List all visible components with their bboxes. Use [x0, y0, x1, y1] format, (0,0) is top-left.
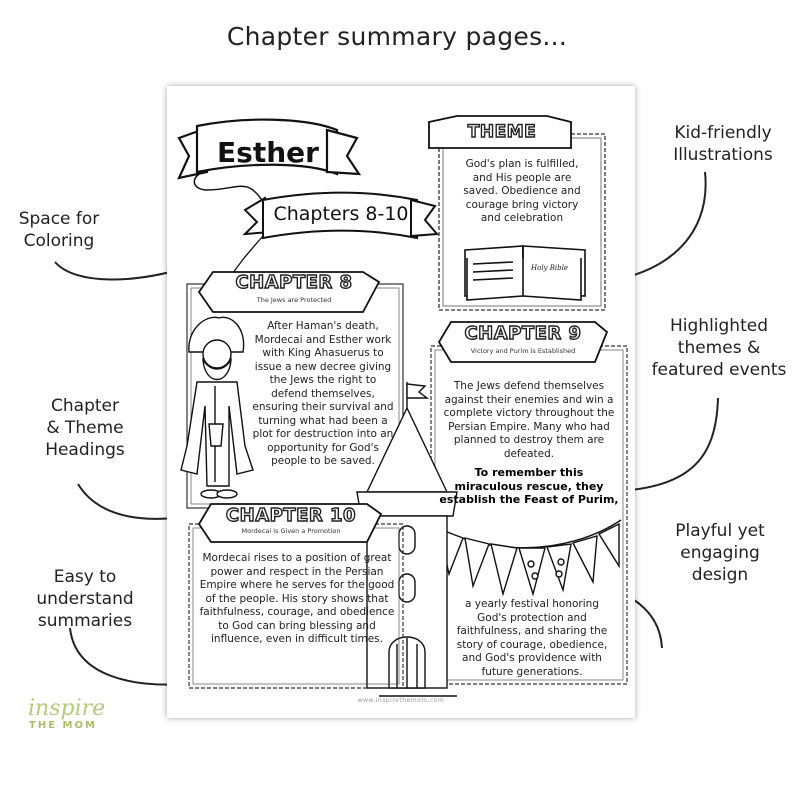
callout-headings: Chapter & Theme Headings	[45, 396, 125, 460]
chapter8-heading: CHAPTER 8	[235, 271, 353, 293]
chapter8-ribbon	[197, 271, 381, 313]
logo-bottom-text: THE MOM	[29, 720, 97, 731]
callout-illustrations: Kid-friendly Illustrations	[673, 123, 773, 165]
theme-heading: THEME	[467, 121, 537, 142]
chapter8-text: After Haman's death, Mordecai and Esther…	[252, 320, 394, 467]
chapter9-heading: CHAPTER 9	[464, 322, 582, 344]
callout-summaries: Easy to understand summaries	[36, 567, 134, 631]
chapter9-text: The Jews defend themselves against their…	[443, 380, 615, 460]
book-title: Esther	[217, 136, 319, 169]
inspire-the-mom-logo: inspire THE MOM	[28, 696, 106, 732]
logo-top-text: inspire	[28, 696, 106, 721]
mordecai-illustration	[180, 316, 254, 499]
chapter10-ribbon	[197, 503, 383, 543]
chapter9-text2: a yearly festival honoring God's protect…	[456, 598, 608, 678]
chapter9-ribbon	[437, 321, 609, 363]
chapter10-heading: CHAPTER 10	[225, 504, 357, 526]
castle-illustration	[356, 382, 458, 697]
chapters-label: Chapters 8-10	[273, 203, 409, 225]
bible-label: Holy Bible	[531, 264, 568, 272]
callout-playful: Playful yet engaging design	[675, 521, 765, 585]
bible-illustration	[464, 245, 586, 301]
website-url: www.inspirethemom.com	[357, 697, 445, 704]
worksheet-page: Esther Chapters 8-10 THEME God's plan is…	[167, 86, 635, 718]
title-ribbon	[177, 118, 362, 180]
page-title: Chapter summary pages...	[226, 22, 568, 51]
bunting-banner	[434, 519, 622, 597]
chapter9-bold-text: To remember this miraculous rescue, they…	[439, 466, 619, 506]
chapter10-text: Mordecai rises to a position of great po…	[199, 552, 395, 645]
theme-ribbon	[428, 115, 572, 149]
chapter9-subtitle: Victory and Purim is Established	[470, 347, 576, 355]
theme-text: God's plan is fulfilled, and His people …	[463, 158, 581, 224]
chapter10-box	[188, 523, 404, 689]
chapters-ribbon	[242, 191, 440, 240]
curl-connector	[193, 171, 264, 203]
worksheet-art	[177, 115, 628, 697]
callout-coloring: Space for Coloring	[18, 209, 100, 251]
theme-box	[438, 133, 606, 311]
callout-highlighted: Highlighted themes & featured events	[651, 316, 787, 380]
chapter8-subtitle: The Jews are Protected	[256, 296, 332, 304]
chapter10-subtitle: Mordecai is Given a Promotion	[241, 527, 341, 535]
